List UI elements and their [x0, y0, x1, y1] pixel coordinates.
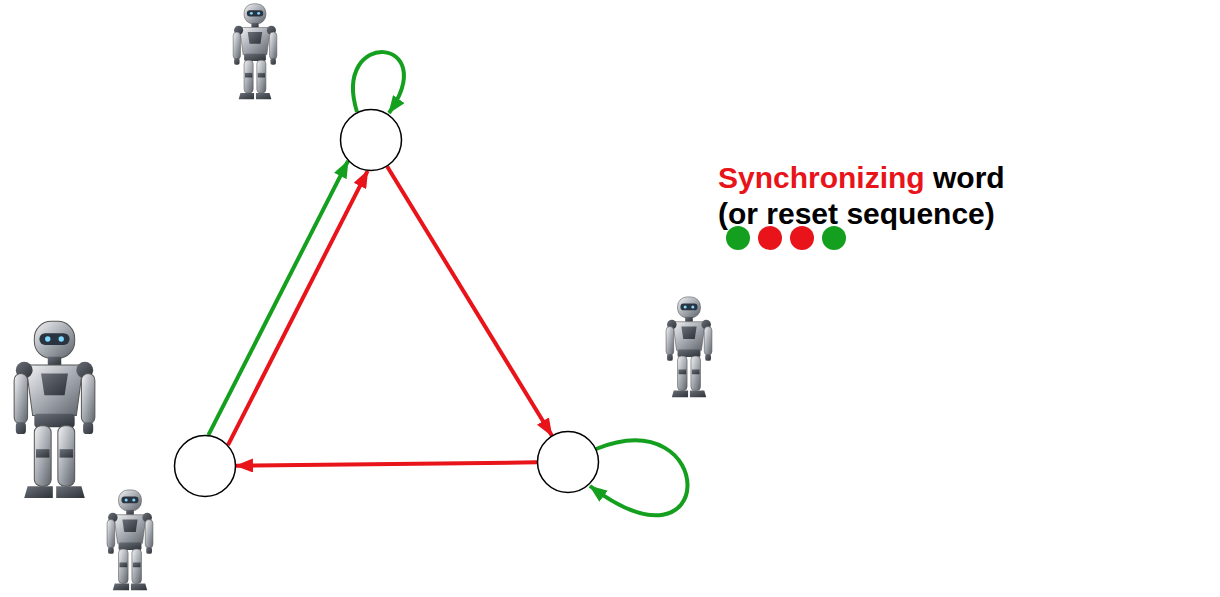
transition-arrow: [236, 462, 537, 465]
state-circle: [173, 434, 237, 498]
heading-line: (or reset sequence): [718, 196, 995, 232]
heading-text: Synchronizing: [718, 161, 925, 194]
transition-arrow: [228, 171, 368, 445]
robot-figure: [14, 321, 95, 498]
transition-arrow: [387, 166, 552, 435]
heading-line: Synchronizing word: [718, 160, 1005, 196]
heading-text: word: [933, 161, 1005, 194]
state-circle: [536, 430, 600, 494]
state-circle: [339, 108, 403, 172]
heading-text: (or reset sequence): [718, 197, 995, 230]
robot-figure: [107, 490, 153, 590]
robot-figure: [666, 297, 712, 397]
self-loop-transition: [353, 52, 404, 113]
robot-figure: [233, 4, 277, 99]
transition-arrow: [208, 161, 348, 435]
self-loop-transition: [590, 441, 688, 516]
